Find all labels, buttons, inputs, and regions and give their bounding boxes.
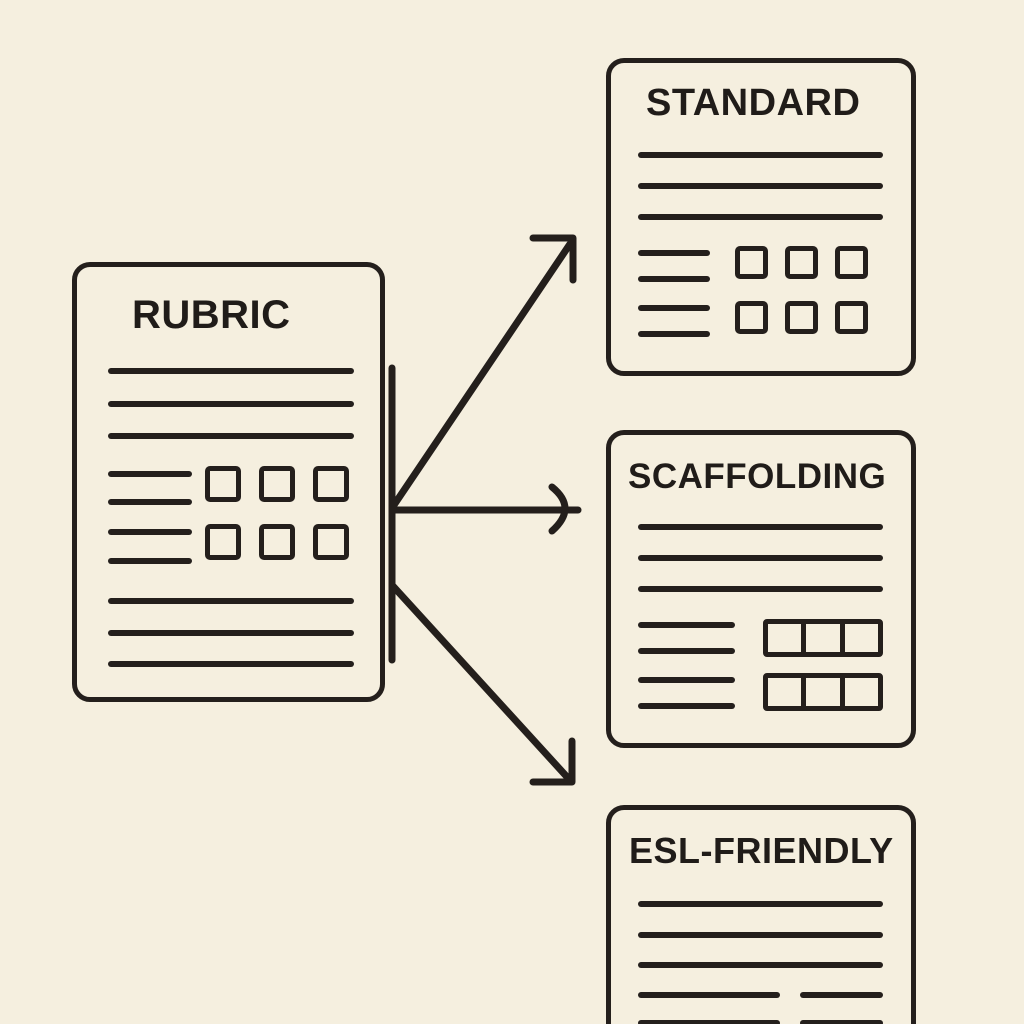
arrow-to-scaffolding	[388, 483, 582, 535]
arrow-to-esl-friendly	[388, 581, 576, 786]
scaffolding-rule	[638, 555, 883, 561]
scaffolding-criterion-rule	[638, 703, 735, 709]
esl-friendly-rule	[638, 932, 883, 938]
scaffolding-table-strip[interactable]	[763, 619, 883, 657]
scaffolding-card-title: SCAFFOLDING	[628, 457, 887, 496]
standard-criterion-rule	[638, 305, 710, 311]
esl-friendly-split-rule-left	[638, 1020, 780, 1024]
esl-friendly-split-rule-right	[800, 992, 883, 998]
rubric-criterion-rule	[108, 529, 192, 535]
standard-criterion-rule	[638, 276, 710, 282]
standard-checkbox[interactable]	[785, 301, 818, 334]
esl-friendly-split-rule-left	[638, 992, 780, 998]
rubric-rule	[108, 630, 354, 636]
scaffolding-criterion-rule	[638, 622, 735, 628]
standard-rule	[638, 214, 883, 220]
rubric-checkbox[interactable]	[259, 466, 295, 502]
scaffolding-table-cell[interactable]	[806, 624, 845, 652]
rubric-checkbox[interactable]	[205, 466, 241, 502]
rubric-rule	[108, 368, 354, 374]
scaffolding-rule	[638, 586, 883, 592]
standard-criterion-rule	[638, 250, 710, 256]
rubric-criterion-rule	[108, 499, 192, 505]
esl-friendly-card[interactable]	[606, 805, 916, 1024]
esl-friendly-split-rule-right	[800, 1020, 883, 1024]
arrow-to-standard	[388, 234, 577, 512]
rubric-rule	[108, 433, 354, 439]
standard-card-title: STANDARD	[646, 82, 861, 124]
rubric-rule	[108, 401, 354, 407]
esl-friendly-rule	[638, 901, 883, 907]
esl-friendly-card-title: ESL-FRIENDLY	[629, 830, 894, 871]
rubric-checkbox[interactable]	[259, 524, 295, 560]
scaffolding-table-cell[interactable]	[768, 624, 807, 652]
scaffolding-table-cell[interactable]	[768, 678, 807, 706]
scaffolding-rule	[638, 524, 883, 530]
rubric-criterion-rule	[108, 471, 192, 477]
standard-checkbox[interactable]	[785, 246, 818, 279]
standard-rule	[638, 152, 883, 158]
standard-rule	[638, 183, 883, 189]
standard-criterion-rule	[638, 331, 710, 337]
standard-checkbox[interactable]	[835, 246, 868, 279]
rubric-rule	[108, 661, 354, 667]
scaffolding-criterion-rule	[638, 648, 735, 654]
rubric-card-title: RUBRIC	[132, 293, 291, 337]
rubric-checkbox[interactable]	[313, 466, 349, 502]
scaffolding-criterion-rule	[638, 677, 735, 683]
scaffolding-table-strip[interactable]	[763, 673, 883, 711]
rubric-criterion-rule	[108, 558, 192, 564]
standard-checkbox[interactable]	[735, 246, 768, 279]
standard-checkbox[interactable]	[735, 301, 768, 334]
esl-friendly-rule	[638, 962, 883, 968]
standard-checkbox[interactable]	[835, 301, 868, 334]
rubric-checkbox[interactable]	[205, 524, 241, 560]
rubric-rule	[108, 598, 354, 604]
rubric-checkbox[interactable]	[313, 524, 349, 560]
scaffolding-table-cell[interactable]	[845, 678, 878, 706]
scaffolding-table-cell[interactable]	[845, 624, 878, 652]
scaffolding-table-cell[interactable]	[806, 678, 845, 706]
